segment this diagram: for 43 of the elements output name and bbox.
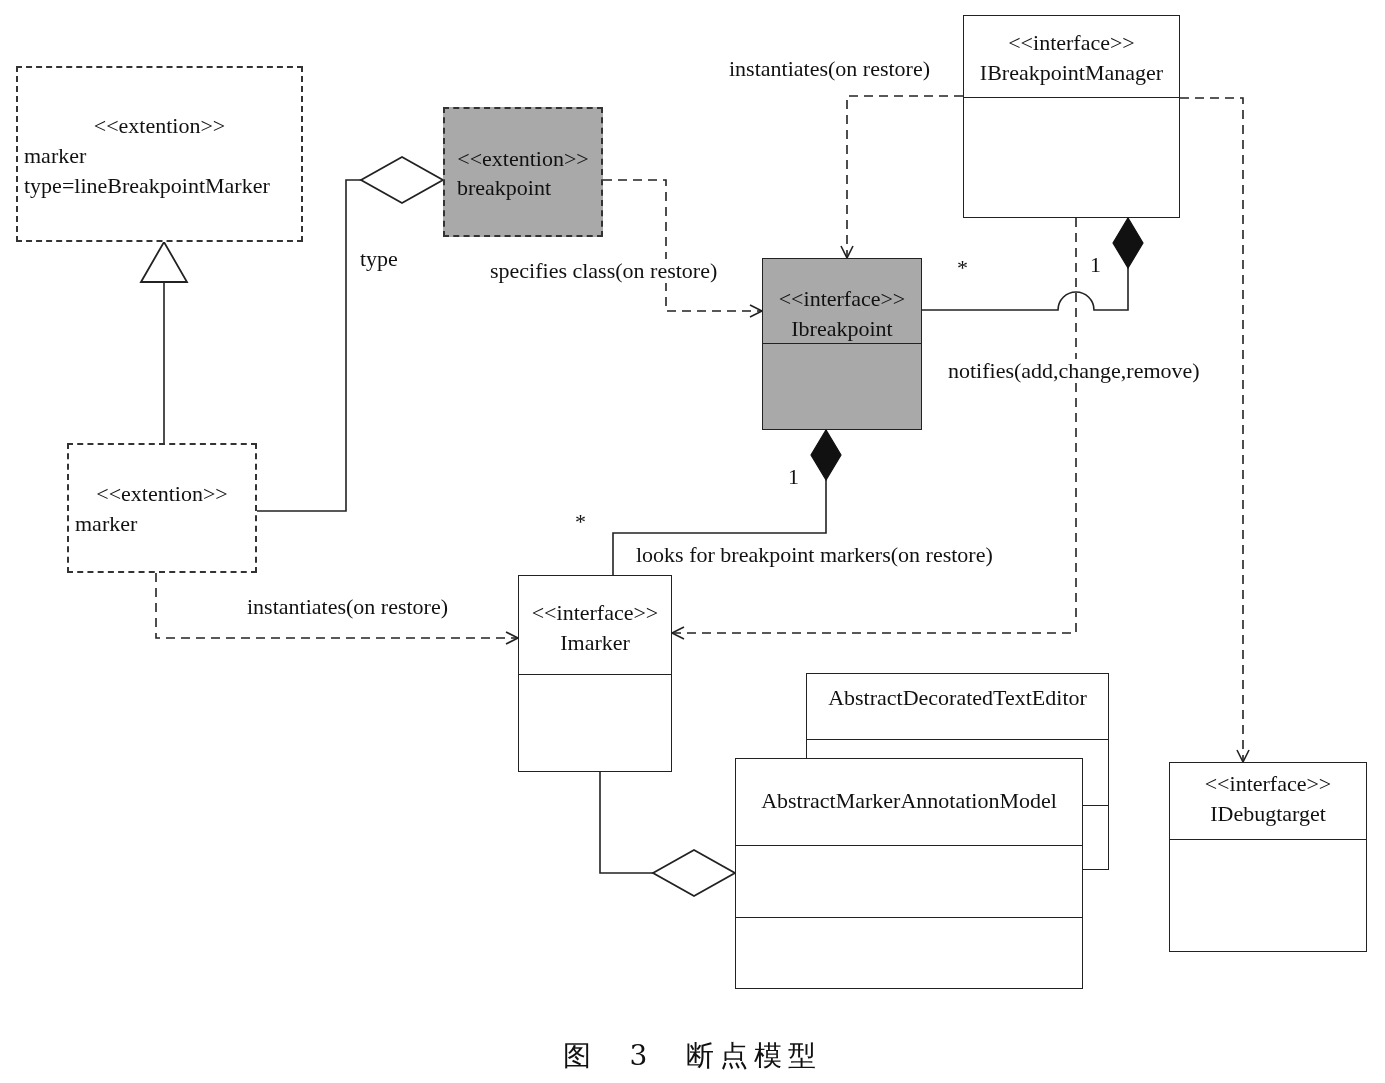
- class-name: marker: [24, 144, 87, 168]
- multiplicity-label: *: [957, 256, 968, 280]
- multiplicity-label: 1: [788, 465, 799, 489]
- interface-box: [1169, 762, 1367, 952]
- interface-box: [518, 575, 672, 772]
- aggregation-line: [599, 771, 736, 897]
- stereotype-label: <<interface>>: [1008, 31, 1135, 55]
- dependency-arrow: [840, 95, 964, 259]
- edge-label: notifies(add,change,remove): [946, 359, 1202, 383]
- interface-box: [963, 15, 1180, 218]
- dependency-arrow: [671, 217, 1077, 640]
- stereotype-label: <<interface>>: [1204, 772, 1332, 796]
- class-name: breakpoint: [457, 176, 552, 200]
- class-name: AbstractMarkerAnnotationModel: [761, 789, 1057, 813]
- edge-label: specifies class(on restore): [488, 259, 720, 283]
- stereotype-label: <<extention>>: [93, 114, 226, 138]
- stereotype-label: <<interface>>: [778, 287, 906, 311]
- stereotype-label: <<extention>>: [96, 482, 228, 506]
- class-name: AbstractDecoratedTextEditor: [828, 686, 1087, 710]
- figure-caption: 图 3 断点模型: [562, 1038, 823, 1074]
- attribute-text: type=lineBreakpointMarker: [24, 174, 270, 198]
- stereotype-label: <<extention>>: [457, 147, 589, 171]
- class-name: Imarker: [560, 631, 630, 655]
- class-name: IDebugtarget: [1210, 802, 1326, 826]
- aggregation-line: [256, 156, 444, 512]
- composition-line: [921, 217, 1144, 311]
- extension-box: [16, 66, 303, 242]
- generalization-arrow: [140, 241, 188, 444]
- extension-box: [67, 443, 257, 573]
- dependency-arrow: [155, 572, 519, 645]
- class-box: [735, 758, 1083, 989]
- multiplicity-label: 1: [1090, 253, 1101, 277]
- dependency-arrow: [1179, 97, 1250, 763]
- composition-line: [612, 429, 842, 576]
- stereotype-label: <<interface>>: [531, 601, 659, 625]
- extension-box: [443, 107, 603, 237]
- class-name: Ibreakpoint: [791, 317, 893, 341]
- interface-box: [762, 258, 922, 430]
- class-name: IBreakpointManager: [979, 61, 1164, 85]
- multiplicity-label: *: [575, 510, 586, 534]
- dependency-arrow: [602, 179, 763, 318]
- class-name: marker: [75, 512, 138, 536]
- class-box: [806, 673, 1109, 758]
